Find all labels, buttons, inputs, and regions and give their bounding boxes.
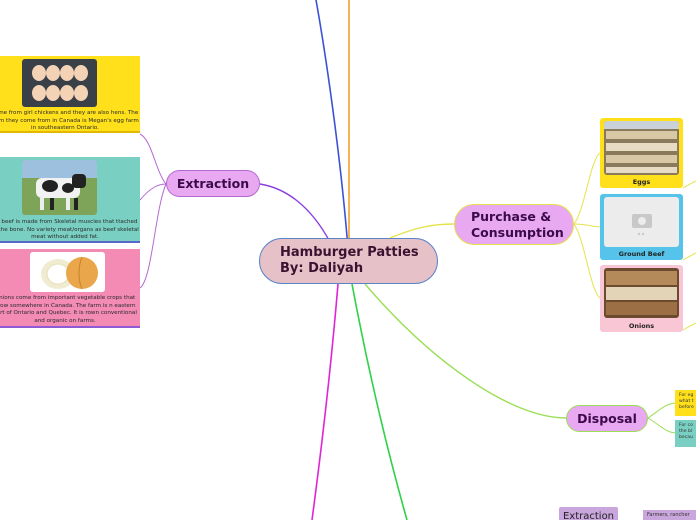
- card-eggs-text: come from girl chickens and they are als…: [0, 110, 139, 132]
- link-bottom-magenta: [311, 283, 339, 520]
- link-sticky-1: [647, 402, 676, 419]
- card-extraction-eggs[interactable]: come from girl chickens and they are als…: [0, 56, 140, 133]
- egg-shelf-image: [604, 121, 679, 175]
- branch-purchase-line1: Purchase &: [471, 208, 552, 224]
- disposal-note-2[interactable]: For co the bl becau: [675, 420, 696, 447]
- central-title: Hamburger Patties: [280, 245, 419, 260]
- link-rcard-out-1: [682, 180, 696, 189]
- link-rcard-eggs: [573, 152, 601, 225]
- card-extraction-beef[interactable]: nd beef is made from Skeletal muscles th…: [0, 157, 140, 243]
- link-top-blue: [315, 0, 349, 249]
- link-sticky-2: [647, 417, 676, 434]
- image-placeholder: [604, 197, 679, 247]
- branch-extraction[interactable]: Extraction: [166, 170, 260, 197]
- link-rcard-beef: [573, 223, 601, 228]
- card-purchase-onions[interactable]: Onions: [600, 265, 683, 332]
- disposal-note-1[interactable]: For eg what t before: [675, 390, 696, 416]
- card-onions-text: Onions come from important vegetable cro…: [0, 295, 137, 324]
- onion-market-image: [604, 268, 679, 318]
- card-purchase-ground-beef[interactable]: Ground Beef: [600, 194, 683, 260]
- branch-extraction-label: Extraction: [176, 176, 250, 191]
- bottom-note[interactable]: Farmers, rancher: [643, 510, 696, 520]
- link-rcard-out-3: [682, 322, 696, 331]
- link-disposal: [364, 283, 567, 419]
- branch-purchase-consumption[interactable]: Purchase & Consumption: [454, 204, 574, 245]
- egg-icon-grid: [32, 65, 88, 101]
- card-purchase-eggs[interactable]: Eggs: [600, 118, 683, 188]
- onion-icon: [41, 256, 98, 290]
- branch-purchase-line2: Consumption: [471, 224, 564, 240]
- cow-image: [22, 160, 97, 215]
- link-card-beef: [139, 183, 167, 201]
- link-rcard-out-2: [682, 252, 696, 261]
- camera-icon: [632, 214, 652, 236]
- onion-image: [30, 252, 105, 292]
- central-author: By: Daliyah: [280, 261, 364, 276]
- link-card-onion: [139, 183, 167, 289]
- onion-bins-icon: [606, 271, 677, 315]
- card-purchase-beef-label: Ground Beef: [618, 250, 665, 258]
- eggs-carton-image: [22, 59, 97, 107]
- card-purchase-onions-label: Onions: [628, 322, 655, 330]
- store-shelf-icon: [604, 121, 679, 173]
- bottom-extraction-label[interactable]: Extraction: [559, 507, 618, 520]
- branch-disposal[interactable]: Disposal: [566, 405, 648, 432]
- link-bottom-green: [351, 283, 408, 520]
- link-card-eggs: [139, 133, 167, 185]
- card-purchase-eggs-label: Eggs: [632, 178, 651, 186]
- cow-icon: [22, 160, 97, 210]
- card-beef-text: nd beef is made from Skeletal muscles th…: [0, 219, 139, 241]
- branch-disposal-label: Disposal: [577, 411, 637, 426]
- link-rcard-onion: [573, 223, 601, 299]
- link-purchase: [389, 223, 455, 239]
- central-topic[interactable]: Hamburger Patties By: Daliyah: [259, 238, 438, 284]
- link-extraction: [259, 183, 331, 243]
- card-extraction-onions[interactable]: Onions come from important vegetable cro…: [0, 249, 140, 328]
